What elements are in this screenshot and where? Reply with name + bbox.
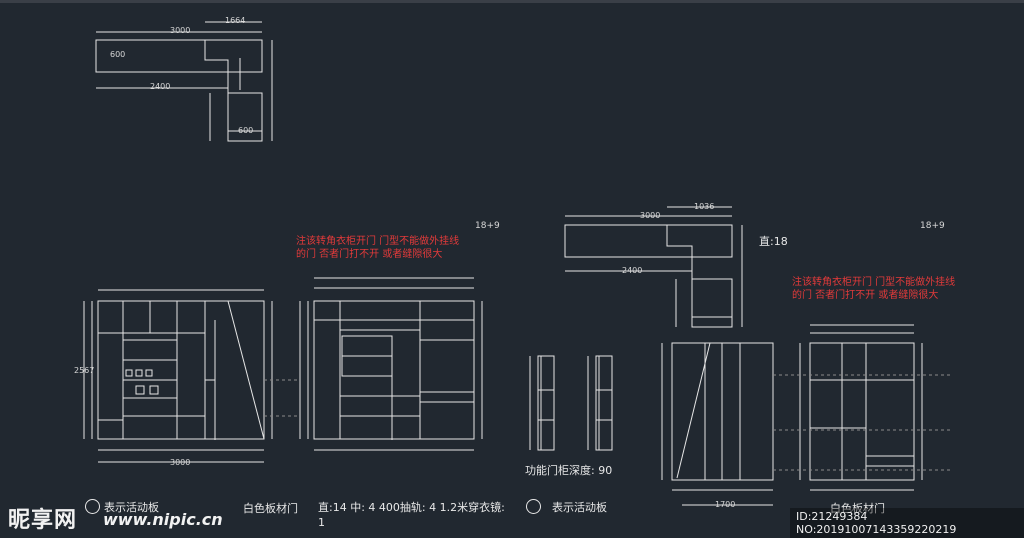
dim-label: 3000: [170, 26, 191, 35]
spec-label-right: 18+9: [920, 221, 945, 231]
elevation-right-b: [799, 324, 923, 491]
warning-note-right: 注该转角衣柜开门 门型不能做外挂线的门 否者门打不开 或者缝隙很大: [792, 277, 956, 301]
dim-label: 600: [110, 50, 126, 59]
watermark-logo: 昵享网: [8, 508, 78, 533]
legend-circle-icon: [85, 499, 100, 514]
dim-label: 600: [238, 126, 254, 135]
thickness-label: 直:18: [759, 235, 788, 248]
dim-label: 1664: [225, 16, 246, 25]
dim-label: 2567: [74, 366, 95, 375]
watermark-id: ID:21249384 NO:20191007143359220219: [790, 508, 1024, 538]
legend-white-door: 白色板材门: [243, 502, 298, 515]
window-title-strip: [0, 0, 1024, 3]
dim-label: 3000: [640, 211, 661, 220]
dim-label: 2400: [150, 82, 171, 91]
dashed-reference-lines: [264, 374, 950, 471]
watermark-url: www.nipic.cn: [103, 510, 223, 529]
legend-white-door: 白色板材门: [830, 502, 885, 515]
legend-active-panel: 表示活动板: [552, 501, 607, 514]
warning-note-left: 注该转角衣柜开门 门型不能做外挂线的门 否者门打不开 或者缝隙很大: [296, 236, 460, 260]
legend-active-panel: 表示活动板: [104, 501, 159, 514]
elevation-left-a: [83, 289, 273, 463]
elevation-left-b: [299, 277, 483, 451]
dim-label: 3000: [170, 458, 191, 467]
dim-label: 1700: [715, 500, 736, 509]
legend-circle-icon: [526, 499, 541, 514]
legend-hardware-detail: 直:14 中: 4 400抽轨: 4 1.2米穿衣镜: 1: [318, 501, 505, 529]
function-door-cabinets: [529, 355, 613, 451]
elevation-right-a: [661, 342, 774, 506]
dim-label: 2400: [622, 266, 643, 275]
plan-view-left: [95, 21, 273, 142]
dim-label: 1036: [694, 202, 715, 211]
function-door-depth-label: 功能门柜深度: 90: [525, 464, 613, 477]
spec-label-left: 18+9: [475, 221, 500, 231]
plan-view-right: [564, 206, 743, 328]
